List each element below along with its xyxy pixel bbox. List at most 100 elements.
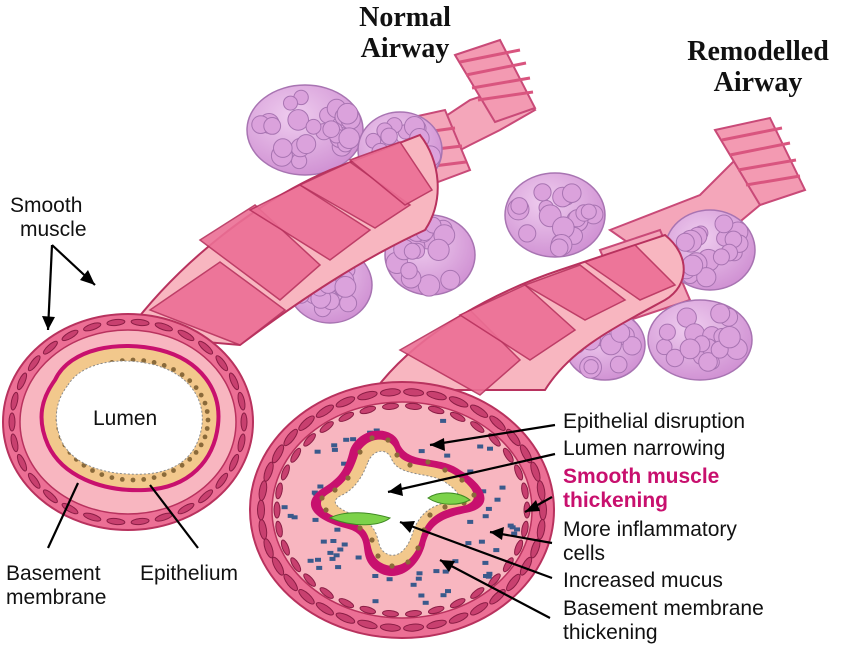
- label-smooth-muscle-line2: muscle: [20, 218, 87, 241]
- epithelial-cell-nucleus: [141, 358, 147, 363]
- smooth-muscle-cell: [16, 372, 28, 391]
- epithelial-cell-nucleus: [319, 495, 325, 501]
- inflammatory-cell: [329, 556, 336, 561]
- label-increased-mucus: Increased mucus: [563, 569, 723, 592]
- smooth-muscle-cell: [16, 453, 28, 472]
- label-smooth-muscle-thickening: Smooth muscle thickening: [563, 465, 719, 513]
- smooth-muscle-cell: [426, 390, 447, 401]
- epithelial-cell-nucleus: [442, 467, 448, 473]
- epithelial-cell-nucleus: [375, 553, 381, 559]
- inflammatory-cell: [507, 523, 514, 528]
- smooth-muscle-cell: [319, 587, 334, 599]
- alveolus: [679, 338, 701, 360]
- alveolus: [710, 303, 731, 324]
- epithelial-cell-nucleus: [179, 372, 185, 378]
- alveolus: [622, 336, 642, 356]
- smooth-muscle-cell: [257, 499, 265, 521]
- alveolus: [334, 276, 357, 298]
- epithelial-cell-nucleus: [459, 477, 465, 483]
- inflammatory-cell: [312, 517, 319, 522]
- epithelial-cell-nucleus: [471, 492, 477, 498]
- inflammatory-cell: [499, 485, 506, 490]
- smooth-muscle-cell: [536, 480, 546, 501]
- smooth-muscle-cell: [275, 482, 283, 500]
- smooth-muscle-cell: [283, 428, 298, 447]
- epithelial-cell-nucleus: [151, 475, 157, 480]
- label-basement-membrane-thickening-line1: Basement membrane: [563, 597, 764, 620]
- epithelial-cell-nucleus: [119, 477, 125, 482]
- alveolus: [336, 102, 359, 125]
- inflammatory-cell: [410, 582, 417, 587]
- epithelial-cell-nucleus: [204, 409, 210, 414]
- inflammatory-cell: [482, 514, 489, 519]
- smooth-muscle-cell: [271, 444, 285, 464]
- label-more-inflammatory-cells-line2: cells: [563, 542, 606, 565]
- smooth-muscle-cell: [10, 391, 19, 411]
- alveolus: [427, 238, 450, 261]
- alveolus: [718, 326, 741, 349]
- inflammatory-cell: [478, 539, 485, 544]
- epithelial-cell-nucleus: [357, 449, 363, 455]
- label-lumen-narrowing: Lumen narrowing: [563, 437, 726, 460]
- label-basement-membrane-line1: Basement: [6, 562, 101, 585]
- alveolus: [403, 242, 421, 260]
- epithelial-cell-nucleus: [187, 456, 193, 462]
- label-basement-membrane-thickening: Basement membrane thickening: [563, 597, 764, 645]
- smooth-muscle-cell: [506, 428, 521, 447]
- smooth-muscle-cell: [405, 610, 422, 618]
- smooth-muscle-cell: [502, 557, 514, 573]
- smooth-muscle-cell: [130, 517, 150, 526]
- inflammatory-cell: [445, 589, 451, 594]
- alveolus: [380, 127, 398, 146]
- epithelial-cell-nucleus: [198, 442, 204, 448]
- alveolus: [562, 183, 582, 203]
- label-smooth-muscle-line1: Smooth: [10, 194, 83, 217]
- alveolus: [698, 352, 718, 372]
- alveolus: [609, 355, 628, 374]
- remodelled-airway-cross-section: [249, 381, 555, 639]
- smooth-muscle-cell: [335, 612, 356, 624]
- smooth-muscle-cell: [449, 598, 466, 609]
- smooth-muscle-cell: [130, 318, 150, 327]
- smooth-muscle-cell: [198, 489, 214, 504]
- epithelial-cell-nucleus: [415, 545, 421, 551]
- smooth-muscle-cell: [61, 502, 79, 515]
- smooth-muscle-cell: [275, 520, 283, 538]
- alveolus: [400, 262, 418, 280]
- label-more-inflammatory-cells-line1: More inflammatory: [563, 518, 737, 541]
- epithelial-cell-nucleus: [204, 426, 210, 431]
- inflammatory-cell: [372, 574, 379, 578]
- alveolus: [583, 359, 599, 375]
- inflammatory-cell: [418, 593, 425, 598]
- smooth-muscle-cell: [83, 322, 102, 332]
- inflammatory-cell: [331, 443, 338, 448]
- epithelial-cell-nucleus: [427, 512, 433, 518]
- alveolus: [714, 214, 734, 234]
- smooth-muscle-cell: [470, 602, 489, 616]
- smooth-muscle-cell: [303, 573, 316, 587]
- label-smooth-muscle-thickening-line2: thickening: [563, 489, 669, 512]
- epithelial-cell-nucleus: [389, 563, 395, 569]
- smooth-muscle-cell: [530, 538, 541, 559]
- smooth-muscle-cell: [271, 556, 285, 576]
- smooth-muscle-cell: [27, 472, 41, 489]
- remodelled-airway-title: Remodelled Airway: [672, 36, 844, 98]
- epithelial-cell-nucleus: [151, 360, 157, 365]
- smooth-muscle-cell: [357, 619, 378, 630]
- remodelled-title-line2: Airway: [713, 67, 803, 98]
- smooth-muscle-cell: [290, 557, 302, 573]
- smooth-muscle-cell: [506, 573, 521, 592]
- alveolus: [287, 109, 310, 131]
- label-basement-membrane-line2: membrane: [6, 586, 107, 609]
- normal-title-line2: Airway: [360, 33, 450, 64]
- label-more-inflammatory-cells: More inflammatory cells: [563, 518, 737, 566]
- smooth-muscle-cell: [382, 402, 399, 410]
- epithelial-cell-nucleus: [179, 462, 185, 468]
- smooth-muscle-cell: [521, 482, 529, 500]
- smooth-muscle-cell: [42, 340, 58, 355]
- alveolus: [322, 120, 341, 138]
- smooth-muscle-cell: [42, 489, 58, 504]
- epithelial-cell-nucleus: [202, 400, 208, 406]
